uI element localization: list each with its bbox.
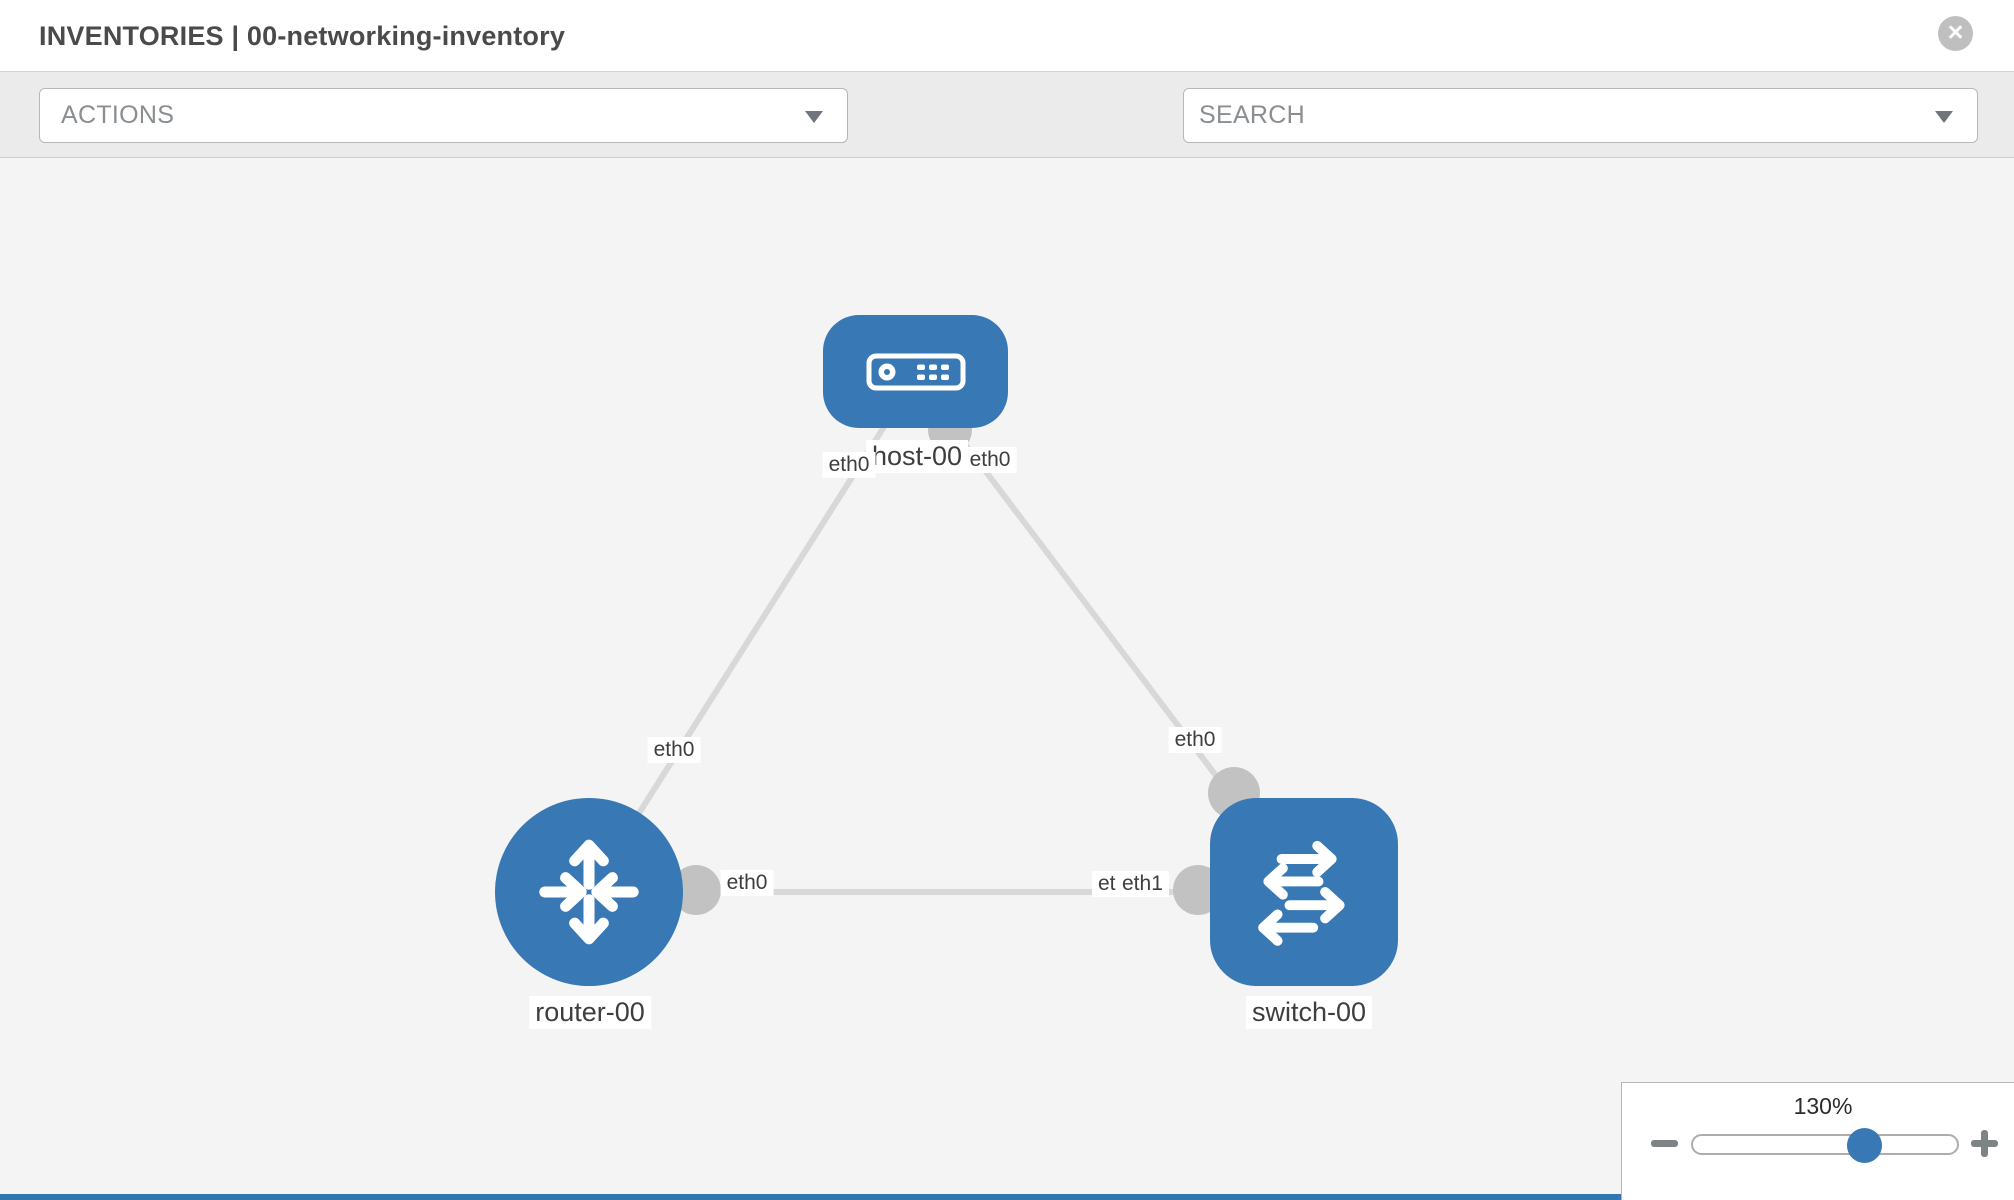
interface-label-switch-eth0-host-link: eth0 (1168, 727, 1222, 753)
interface-label-router-eth0-switch-link: eth0 (720, 870, 774, 896)
router-icon (539, 839, 639, 945)
interface-label-host-eth0-switch-link: eth0 (963, 447, 1017, 473)
actions-dropdown[interactable]: ACTIONS (39, 88, 848, 143)
chevron-down-icon (805, 111, 823, 123)
close-icon: × (1947, 16, 1964, 47)
node-label-router-00: router-00 (529, 996, 651, 1029)
header-bar: INVENTORIES | 00-networking-inventory × (0, 0, 2014, 72)
zoom-level-value: 130% (1793, 1093, 1853, 1119)
bottom-accent-bar (0, 1194, 1621, 1200)
zoom-slider-thumb[interactable] (1847, 1128, 1882, 1163)
actions-dropdown-label: ACTIONS (61, 101, 175, 129)
node-label-host-00: host-00 (865, 440, 969, 473)
close-button[interactable]: × (1938, 16, 1973, 51)
chevron-down-icon (1935, 111, 1953, 123)
node-label-switch-00: switch-00 (1245, 996, 1373, 1029)
zoom-in-plus-icon[interactable] (1971, 1130, 1999, 1158)
topology-canvas[interactable] (0, 158, 2014, 1200)
host-icon (866, 353, 965, 390)
page-title: INVENTORIES | 00-networking-inventory (39, 21, 566, 51)
interface-label-host-eth0-router-link: eth0 (822, 452, 876, 478)
interface-label-switch-eth1-router-link: eth1 (1116, 871, 1169, 897)
zoom-control-panel: 130% (1621, 1082, 2014, 1200)
toolbar: ACTIONS (0, 72, 2014, 205)
search-dropdown[interactable] (1183, 88, 1978, 143)
node-switch-00[interactable] (1210, 798, 1398, 986)
node-router-00[interactable] (495, 798, 683, 986)
zoom-slider-track[interactable] (1691, 1134, 1959, 1155)
node-host-00[interactable] (823, 315, 1008, 428)
plus-icon-vertical-bar (1981, 1130, 1988, 1157)
search-input[interactable] (1199, 90, 1899, 141)
zoom-out-minus-icon[interactable] (1651, 1140, 1678, 1147)
interface-label-router-eth0-host-link: eth0 (647, 737, 701, 763)
switch-icon (1258, 840, 1345, 946)
